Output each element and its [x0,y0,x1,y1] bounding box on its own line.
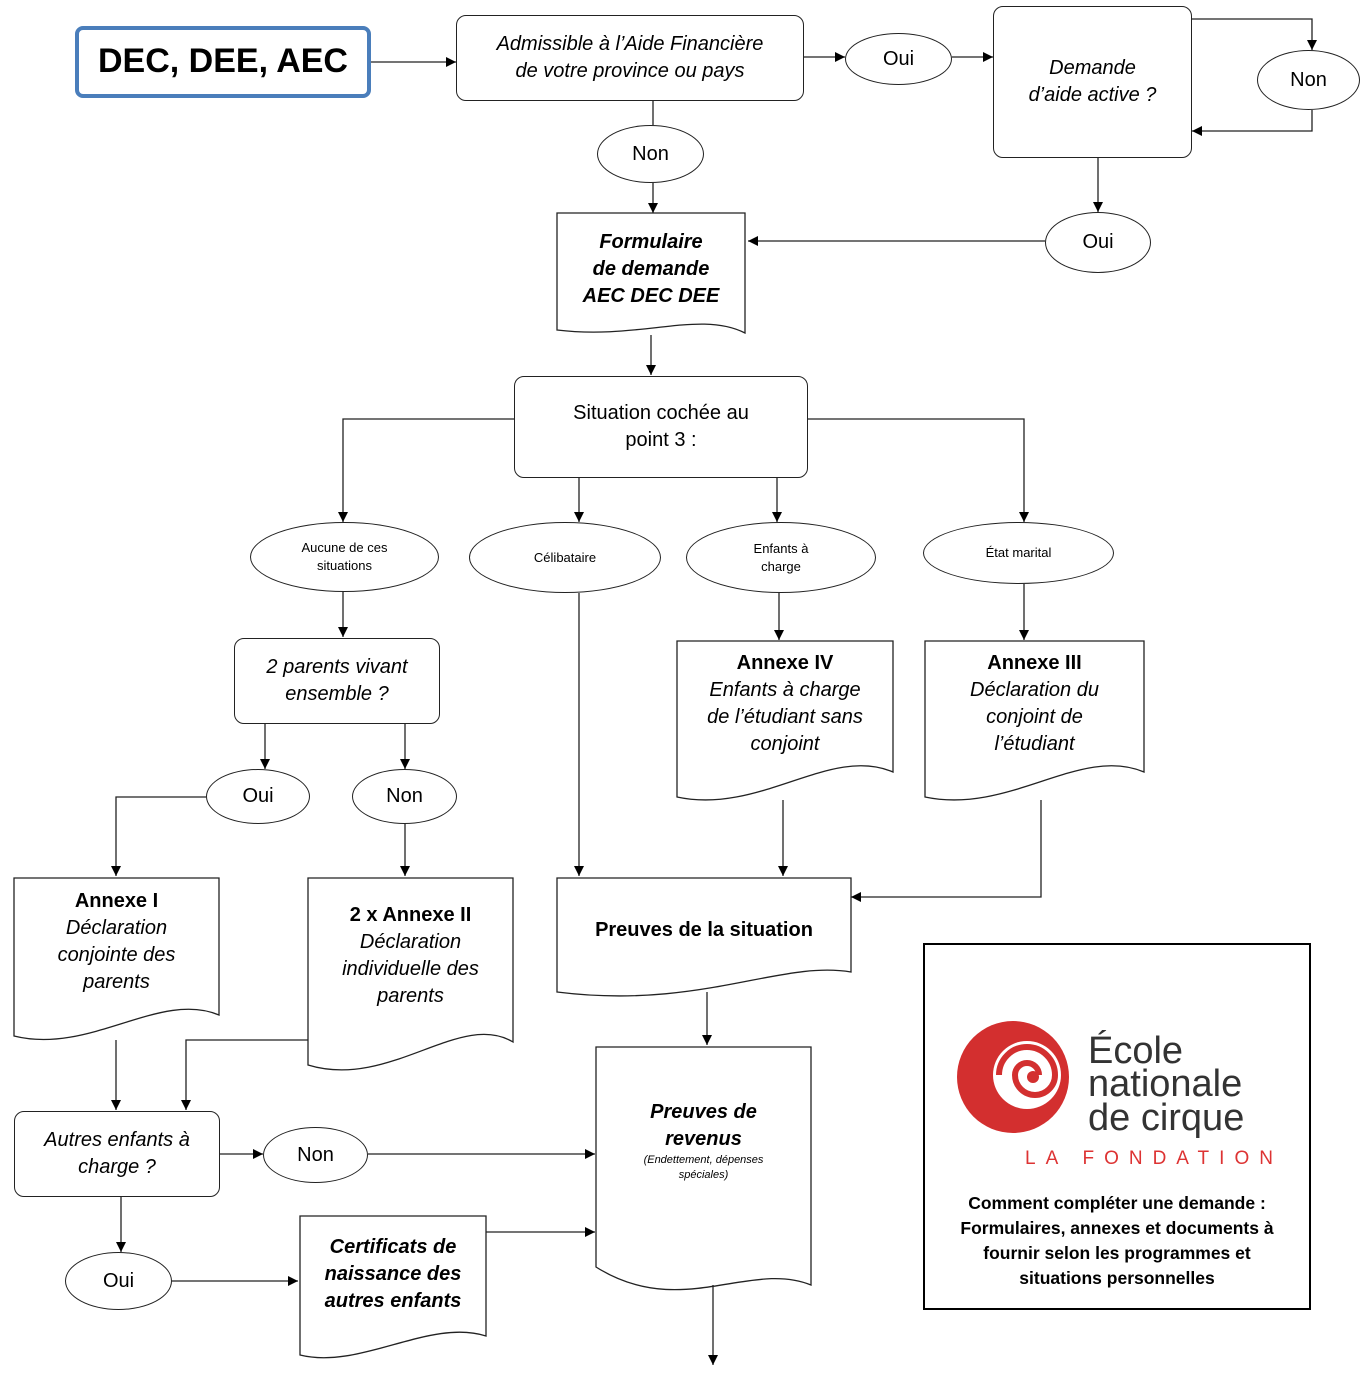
preuves-revenus-line1: Preuves de [650,1101,757,1123]
celibataire-label: Célibataire [533,549,597,565]
oui-autres-oval: Oui [65,1252,172,1310]
annexe-i-line2: conjointe des [57,944,176,966]
demande-active-line2: d’aide active ? [1028,84,1157,106]
etat-marital-oval: État marital [923,522,1114,584]
annexe-iii-line2: conjoint de [986,706,1083,728]
situation-line1: Situation cochée au [573,402,749,424]
autres-enfants-decision: Autres enfants à charge ? [14,1111,220,1197]
annexe-i-line3: parents [83,971,150,993]
annexe-iii-shape [924,640,1145,801]
annexe-i-title: Annexe I [74,890,159,912]
autres-enfants-line1: Autres enfants à [44,1129,190,1151]
non-autres-label: Non [297,1143,334,1166]
oui-top-label: Oui [882,47,915,70]
annexe-iv-title: Annexe IV [736,652,834,674]
aucune-line1: Aucune de ces [301,540,388,556]
demande-active-decision: Demande d’aide active ? [993,6,1192,158]
admissible-decision: Admissible à l’Aide Financière de votre … [456,15,804,101]
annexe-iv-line2: de l’étudiant sans [707,706,863,728]
annexe-ii-line3: parents [377,984,444,1007]
start-program-box: DEC, DEE, AEC [75,26,371,98]
preuves-revenus-line2: revenus [665,1128,742,1150]
certificats-shape [299,1215,487,1359]
non-left-oval: Non [597,125,704,183]
logo-caption: Comment compléter une demande : Formulai… [925,1191,1309,1290]
formulaire-line1: Formulaire [599,230,703,253]
annexe-ii-title: 2 x Annexe II [349,903,472,926]
annexe-iv-line1: Enfants à charge [709,679,861,701]
oui-mid-oval: Oui [1045,212,1151,273]
formulaire-line3: AEC DEC DEE [582,284,720,307]
annexe-iii-document: Annexe III Déclaration du conjoint de l’… [925,641,1144,801]
certificats-line1: Certificats de [329,1236,457,1258]
oui-parents-oval: Oui [206,769,310,824]
non-autres-oval: Non [263,1127,368,1183]
non-right-oval: Non [1257,50,1360,110]
preuves-situation-label: Preuves de la situation [595,918,813,941]
certificats-line2: naissance des [324,1263,462,1285]
preuves-revenus-note1: (Endettement, dépenses [643,1154,764,1166]
logo-caption3: fournir selon les programmes et [983,1242,1251,1263]
enfants-charge-line2: charge [761,558,801,574]
swirl-logo-icon [957,1021,1069,1133]
non-parents-label: Non [386,785,423,807]
preuves-revenus-shape [595,1046,812,1291]
logo-line1: École [1088,1030,1184,1072]
logo-caption4: situations personnelles [1019,1267,1215,1288]
enfants-charge-oval: Enfants à charge [686,522,876,593]
annexe-i-line1: Déclaration [65,917,168,939]
oui-autres-label: Oui [102,1269,135,1292]
autres-enfants-line2: charge ? [78,1156,156,1178]
situation-line2: point 3 : [625,429,697,451]
start-label: DEC, DEE, AEC [97,42,348,81]
annexe-iv-line3: conjoint [750,733,820,755]
logo-caption2: Formulaires, annexes et documents à [960,1217,1274,1238]
oui-parents-label: Oui [242,785,274,807]
deux-parents-line2: ensemble ? [285,683,389,705]
logo-panel: École nationale de cirque LA FONDATION C… [923,943,1311,1310]
certificats-document: Certificats de naissance des autres enfa… [300,1216,486,1341]
annexe-iv-document: Annexe IV Enfants à charge de l’étudiant… [677,641,893,801]
annexe-iii-line1: Déclaration du [970,679,1099,701]
celibataire-oval: Célibataire [469,522,661,593]
annexe-i-shape [13,877,220,1041]
oui-mid-label: Oui [1082,231,1114,253]
preuves-situation-shape [556,877,852,997]
logo-line3: de cirque [1088,1096,1245,1139]
annexe-i-document: Annexe I Déclaration conjointe des paren… [14,878,219,1036]
annexe-ii-line1: Déclaration [359,930,462,953]
non-left-label: Non [632,142,669,165]
preuves-revenus-document: Preuves de revenus (Endettement, dépense… [596,1047,811,1247]
annexe-ii-document: 2 x Annexe II Déclaration individuelle d… [308,878,513,1053]
non-parents-oval: Non [352,769,457,824]
formulaire-shape [556,212,746,335]
logo-caption1: Comment compléter une demande : [968,1193,1266,1213]
annexe-iii-title: Annexe III [987,652,1082,674]
preuves-situation-document: Preuves de la situation [557,878,851,982]
deux-parents-line1: 2 parents vivant [266,656,408,678]
preuves-revenus-note2: spéciales) [678,1168,729,1181]
aucune-line2: situations [317,558,372,573]
formulaire-document: Formulaire de demande AEC DEC DEE [557,213,745,333]
logo-wordmark: École nationale de cirque [1088,1030,1245,1139]
non-right-label: Non [1290,68,1327,91]
etat-marital-label: État marital [985,545,1052,561]
situation-box: Situation cochée au point 3 : [514,376,808,478]
annexe-ii-line2: individuelle des [342,957,479,980]
annexe-iii-line3: l’étudiant [994,733,1075,755]
logo-tagline: LA FONDATION [1025,1148,1283,1169]
annexe-iv-shape [676,640,894,801]
annexe-ii-shape [307,877,514,1071]
certificats-line3: autres enfants [324,1290,462,1312]
formulaire-line2: de demande [592,257,710,280]
deux-parents-decision: 2 parents vivant ensemble ? [234,638,440,724]
aucune-oval: Aucune de ces situations [250,522,439,592]
logo-line2: nationale [1088,1063,1243,1106]
enfants-charge-line1: Enfants à [753,540,809,556]
demande-active-line1: Demande [1049,57,1136,79]
oui-top-oval: Oui [845,33,952,85]
admissible-line1: Admissible à l’Aide Financière [496,33,764,55]
admissible-line2: de votre province ou pays [515,60,745,82]
